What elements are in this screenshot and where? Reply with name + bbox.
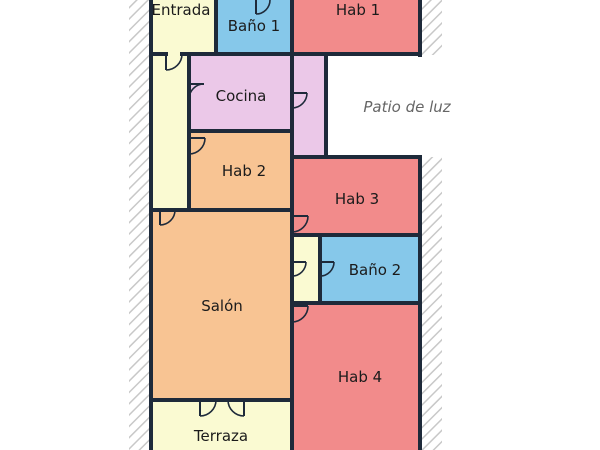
room-hab-1 [292, 0, 420, 54]
label-hab-3: Hab 3 [335, 190, 379, 208]
door-salon [159, 209, 176, 226]
room-hab-4 [292, 303, 420, 450]
door-hallway-top [165, 53, 183, 71]
door-bano-1 [255, 0, 271, 15]
label-terraza: Terraza [193, 427, 248, 445]
room-cocina [189, 54, 292, 131]
door-hab-4 [291, 305, 309, 323]
walls [149, 0, 422, 450]
room-corridor [292, 235, 320, 303]
label-entrada: Entrada [152, 1, 211, 19]
label-hab-2: Hab 2 [222, 162, 266, 180]
exterior-wall-right-bottom [420, 157, 442, 450]
door-terraza-left [199, 399, 217, 417]
label-bano-1: Baño 1 [228, 17, 280, 35]
label-salon: Salón [201, 297, 243, 315]
door-hab-3 [291, 215, 309, 233]
label-cocina: Cocina [216, 87, 267, 105]
room-bano-2 [320, 235, 420, 303]
exterior-wall-right-top [420, 0, 442, 55]
door-terraza-right [227, 399, 245, 417]
door-corridor [291, 261, 307, 277]
room-entrada [151, 0, 216, 54]
room-terraza [151, 400, 292, 450]
label-hab-1: Hab 1 [336, 1, 380, 19]
room-bano-1 [216, 0, 292, 54]
door-cocina [188, 83, 205, 100]
room-cocina-annex [292, 54, 326, 157]
room-salon [151, 210, 292, 400]
door-hab-2 [188, 137, 206, 155]
room-hab-2 [189, 131, 292, 210]
label-bano-2: Baño 2 [349, 261, 401, 279]
label-hab-4: Hab 4 [338, 368, 382, 386]
exterior-wall-left [129, 0, 151, 450]
door-cocina-annex [291, 92, 308, 109]
door-bano-2 [319, 261, 335, 277]
room-hallway [151, 54, 189, 210]
room-hab-3 [292, 157, 420, 235]
label-patio-de-luz: Patio de luz [363, 98, 451, 116]
